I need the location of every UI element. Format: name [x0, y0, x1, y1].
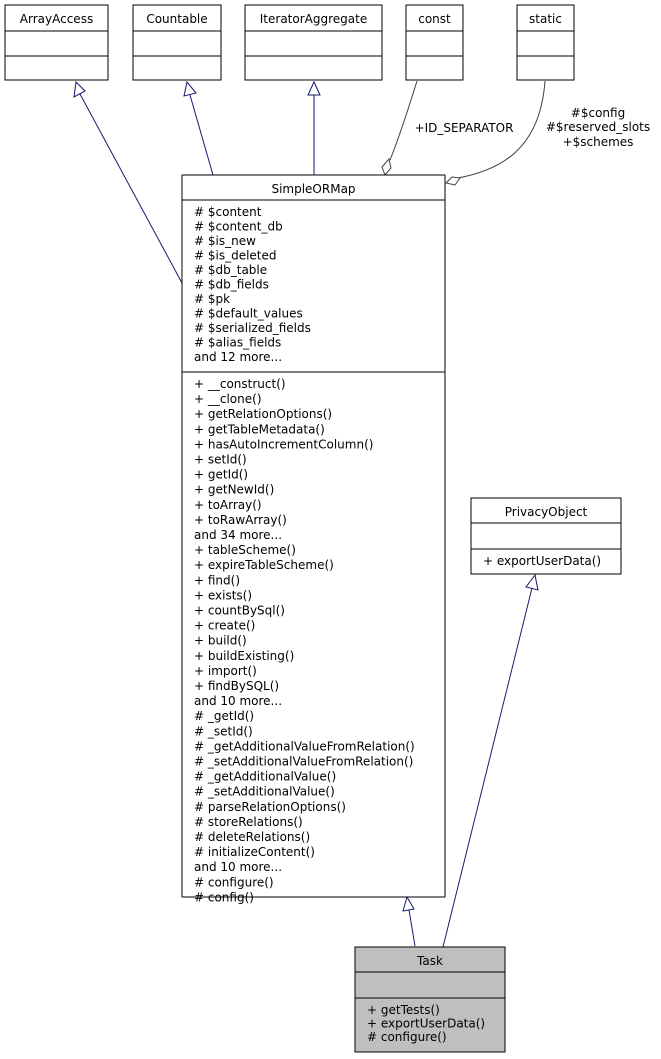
- class-box: [132, 4, 222, 81]
- class-method: + getNewId(): [194, 483, 274, 497]
- class-box: [4, 4, 109, 81]
- arrow-iteratoraggregate: [307, 80, 321, 96]
- edge-label-static-schemes: +$schemes: [563, 135, 634, 149]
- class-method: # _getAdditionalValue(): [194, 770, 336, 784]
- edge-const-simpleormap: [389, 80, 418, 161]
- class-method: and 10 more...: [194, 694, 282, 708]
- class-method: + countBySql(): [194, 604, 285, 618]
- edge-simpleormap-arrayaccess: [79, 93, 183, 284]
- class-box: [244, 4, 383, 81]
- class-method: + getRelationOptions(): [194, 407, 332, 421]
- class-method: + exportUserData(): [367, 1017, 485, 1031]
- edge-task-simpleormap: [408, 909, 416, 947]
- class-method: + buildExisting(): [194, 649, 294, 663]
- class-box: [516, 4, 575, 81]
- class-method: # deleteRelations(): [194, 830, 310, 844]
- class-method: + find(): [194, 573, 240, 587]
- class-method: # _setAdditionalValueFromRelation(): [194, 755, 413, 769]
- class-countable[interactable]: Countable: [132, 4, 222, 81]
- class-simple-orm-map[interactable]: SimpleORMap# $content# $content_db# $is_…: [181, 174, 446, 904]
- class-box: [354, 946, 506, 1053]
- class-method: and 10 more...: [194, 860, 282, 874]
- class-attribute: and 12 more...: [194, 350, 282, 364]
- class-attribute: # $db_fields: [194, 278, 269, 292]
- class-attribute: # $db_table: [194, 263, 267, 277]
- class-method: + findBySQL(): [194, 679, 279, 693]
- class-name: IteratorAggregate: [260, 12, 367, 26]
- edges: +ID_SEPARATOR #$config #$reserved_slots …: [73, 80, 650, 948]
- edge-static-simpleormap: [457, 80, 546, 179]
- class-method: + __construct(): [194, 377, 286, 391]
- class-method: + getTableMetadata(): [194, 422, 325, 436]
- class-task[interactable]: Task + getTests()+ exportUserData()# conf…: [354, 946, 506, 1053]
- class-attribute: # $content: [194, 205, 262, 219]
- class-const[interactable]: const: [405, 4, 464, 81]
- class-method: + tableScheme(): [194, 543, 296, 557]
- class-privacy-object[interactable]: PrivacyObject + exportUserData(): [470, 497, 622, 575]
- arrow-simpleormap: [402, 895, 415, 912]
- edge-simpleormap-countable: [189, 94, 214, 176]
- class-name: Task: [416, 954, 443, 968]
- class-box: [470, 497, 622, 575]
- class-iterator-aggregate[interactable]: IteratorAggregate: [244, 4, 383, 81]
- class-name: PrivacyObject: [505, 505, 588, 519]
- class-method: + getTests(): [367, 1003, 440, 1017]
- class-name: Countable: [146, 12, 207, 26]
- class-name: const: [418, 12, 451, 26]
- class-method: # configure(): [367, 1030, 447, 1044]
- class-attribute: # $content_db: [194, 220, 283, 234]
- class-attribute: # $serialized_fields: [194, 321, 311, 335]
- class-method: + exists(): [194, 588, 252, 602]
- class-method: + import(): [194, 664, 257, 678]
- class-attribute: # $pk: [194, 292, 230, 306]
- class-box: [405, 4, 464, 81]
- class-method: + build(): [194, 634, 247, 648]
- class-method: + toRawArray(): [194, 513, 287, 527]
- class-method: + expireTableScheme(): [194, 558, 334, 572]
- class-method: + toArray(): [194, 498, 262, 512]
- arrow-arrayaccess: [73, 80, 86, 98]
- class-method: # _getAdditionalValueFromRelation(): [194, 739, 415, 753]
- class-method: + setId(): [194, 453, 247, 467]
- class-method: # _setAdditionalValue(): [194, 785, 335, 799]
- class-attribute: # $is_deleted: [194, 249, 277, 263]
- class-attribute: # $alias_fields: [194, 336, 281, 350]
- aggregation-diamond-static: [445, 176, 461, 186]
- class-attribute: # $is_new: [194, 234, 256, 248]
- class-name: ArrayAccess: [20, 12, 93, 26]
- class-method: # parseRelationOptions(): [194, 800, 346, 814]
- class-name: SimpleORMap: [271, 182, 355, 196]
- class-boxes: ArrayAccess Countable IteratorAggregate con…: [4, 4, 622, 1053]
- edge-label-const: +ID_SEPARATOR: [415, 121, 514, 135]
- class-method: # _setId(): [194, 724, 253, 738]
- class-attribute: # $default_values: [194, 307, 303, 321]
- edge-label-static-reserved-slots: #$reserved_slots: [546, 120, 650, 134]
- class-method: + hasAutoIncrementColumn(): [194, 437, 373, 451]
- edge-label-static-config: #$config: [571, 106, 625, 120]
- class-array-access[interactable]: ArrayAccess: [4, 4, 109, 81]
- arrow-privacyobject: [525, 573, 539, 591]
- class-method: # configure(): [194, 875, 274, 889]
- class-method: + create(): [194, 619, 255, 633]
- class-name: static: [529, 12, 562, 26]
- class-method: # storeRelations(): [194, 815, 303, 829]
- class-static[interactable]: static: [516, 4, 575, 81]
- edge-task-privacyobject: [442, 587, 533, 948]
- aggregation-diamond-const: [381, 157, 392, 176]
- class-method: # initializeContent(): [194, 845, 315, 859]
- arrow-countable: [183, 80, 197, 97]
- class-method: + getId(): [194, 468, 248, 482]
- class-method: + exportUserData(): [483, 554, 601, 568]
- class-method: # config(): [194, 890, 254, 904]
- class-method: and 34 more...: [194, 528, 282, 542]
- class-method: # _getId(): [194, 709, 254, 723]
- class-method: + __clone(): [194, 392, 262, 406]
- class-box: [181, 174, 446, 898]
